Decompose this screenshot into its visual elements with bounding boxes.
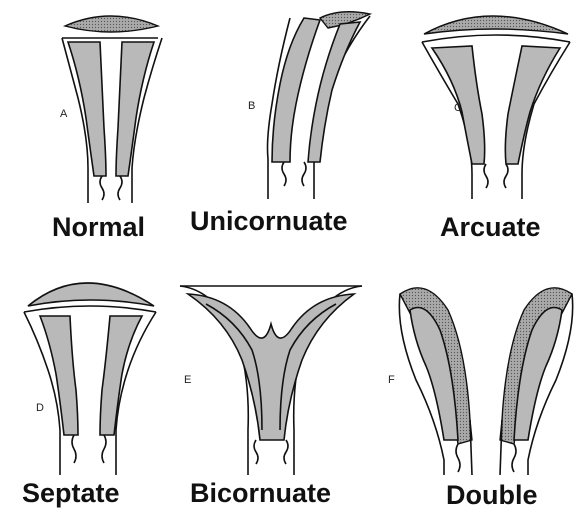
panel-double: F	[396, 270, 576, 480]
panel-letter: C	[454, 102, 462, 114]
uterus-unicornuate-drawing	[220, 4, 380, 204]
caption-double: Double	[446, 480, 538, 511]
caption-unicornuate: Unicornuate	[190, 206, 348, 237]
caption-normal: Normal	[52, 212, 145, 243]
uterus-double-drawing	[396, 270, 576, 480]
panel-letter: E	[184, 374, 191, 386]
panel-letter: A	[60, 108, 67, 120]
panel-unicornuate: B	[220, 4, 380, 204]
uterus-septate-drawing	[14, 270, 164, 480]
panel-arcuate: C	[410, 4, 576, 204]
panel-letter: F	[388, 374, 395, 386]
panel-septate: D	[14, 270, 164, 480]
caption-bicornuate: Bicornuate	[190, 478, 331, 509]
panel-normal: A	[40, 8, 180, 208]
panel-bicornuate: E	[176, 280, 366, 480]
uterus-arcuate-drawing	[410, 4, 576, 204]
panel-letter: D	[36, 402, 44, 414]
caption-septate: Septate	[22, 478, 120, 509]
uterus-bicornuate-drawing	[176, 280, 366, 480]
caption-arcuate: Arcuate	[440, 212, 541, 243]
panel-letter: B	[248, 100, 255, 112]
